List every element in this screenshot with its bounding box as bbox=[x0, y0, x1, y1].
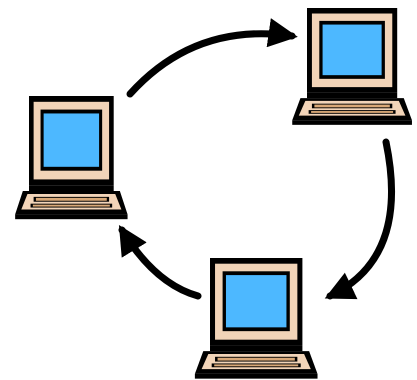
laptop-icon bbox=[194, 258, 318, 379]
arrow-left-to-top-right bbox=[126, 18, 298, 98]
laptop-icon bbox=[292, 8, 412, 125]
arrow-top-right-to-bottom bbox=[324, 138, 396, 300]
laptop-icon bbox=[15, 96, 128, 220]
arrow-bottom-to-left bbox=[118, 224, 202, 300]
